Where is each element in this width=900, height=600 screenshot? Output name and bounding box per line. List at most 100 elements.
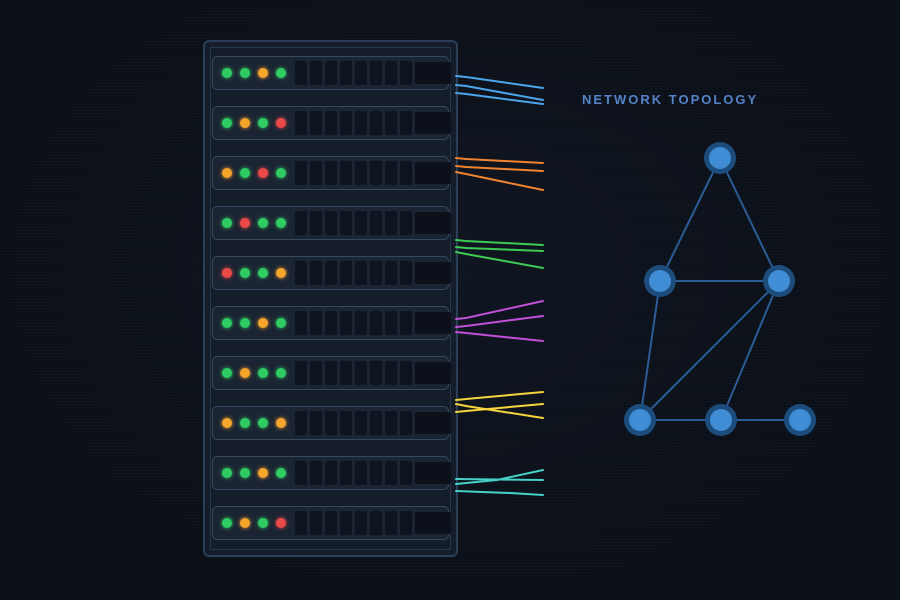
drive-bay	[415, 512, 451, 534]
server-unit-7	[212, 356, 451, 390]
vent-slot	[400, 311, 412, 335]
led-green	[240, 68, 250, 78]
led-orange	[258, 468, 268, 478]
node-ring	[704, 142, 736, 174]
vent-slot-group	[295, 211, 451, 235]
led-green	[276, 218, 286, 228]
vent-slot	[310, 211, 322, 235]
led-green	[258, 518, 268, 528]
vent-slot	[295, 511, 307, 535]
led-orange	[222, 418, 232, 428]
topology-node-bottom-left	[624, 404, 656, 436]
topology-node-top	[704, 142, 736, 174]
led-red	[276, 518, 286, 528]
vent-slot	[370, 261, 382, 285]
node-ring	[624, 404, 656, 436]
led-green	[276, 368, 286, 378]
vent-slot	[400, 111, 412, 135]
vent-slot	[340, 511, 352, 535]
cable-magenta	[455, 331, 544, 342]
server-unit-5	[212, 256, 451, 290]
vent-slot	[385, 411, 397, 435]
led-orange	[258, 68, 268, 78]
node-ring	[644, 265, 676, 297]
topology-edge-mid-right-bottom-left	[639, 280, 780, 421]
led-green	[240, 318, 250, 328]
status-led-group	[222, 468, 286, 478]
led-orange	[240, 368, 250, 378]
vent-slot	[385, 311, 397, 335]
node-core	[710, 409, 732, 431]
cable-group-teal	[455, 469, 544, 496]
vent-slot	[385, 461, 397, 485]
vent-slot	[325, 461, 337, 485]
vent-slot	[310, 361, 322, 385]
vent-slot	[385, 61, 397, 85]
vent-slot-group	[295, 311, 451, 335]
led-green	[222, 468, 232, 478]
drive-bay	[415, 462, 451, 484]
vent-slot	[295, 311, 307, 335]
cable-group-green	[455, 239, 544, 269]
vent-slot	[295, 111, 307, 135]
vent-slot	[400, 61, 412, 85]
vent-slot	[370, 461, 382, 485]
vent-slot	[355, 111, 367, 135]
vent-slot	[295, 361, 307, 385]
led-green	[258, 368, 268, 378]
cable-green	[455, 239, 544, 246]
network-topology-title: NETWORK TOPOLOGY	[582, 92, 759, 107]
cable-blue	[455, 92, 544, 105]
server-rack	[203, 40, 458, 557]
vent-slot	[370, 511, 382, 535]
vent-slot-group	[295, 511, 451, 535]
led-green	[276, 468, 286, 478]
led-green	[258, 218, 268, 228]
node-ring	[763, 265, 795, 297]
led-green	[222, 118, 232, 128]
cable-blue	[455, 84, 544, 101]
vent-slot	[385, 211, 397, 235]
vent-slot	[355, 61, 367, 85]
vent-slot	[385, 161, 397, 185]
topology-edge-top-mid-right	[719, 157, 780, 282]
led-green	[222, 368, 232, 378]
vent-slot-group	[295, 461, 451, 485]
vent-slot	[310, 411, 322, 435]
vent-slot	[355, 161, 367, 185]
vent-slot	[400, 411, 412, 435]
node-core	[649, 270, 671, 292]
status-led-group	[222, 68, 286, 78]
led-green	[276, 318, 286, 328]
vent-slot	[355, 411, 367, 435]
led-green	[240, 268, 250, 278]
cable-teal	[455, 490, 544, 496]
status-led-group	[222, 418, 286, 428]
topology-edge-top-mid-left	[659, 157, 721, 282]
vent-slot	[310, 261, 322, 285]
cable-green	[455, 251, 544, 269]
led-orange	[276, 418, 286, 428]
vent-slot	[355, 211, 367, 235]
vent-slot	[370, 161, 382, 185]
vent-slot	[325, 361, 337, 385]
cable-orange	[455, 171, 544, 191]
vent-slot	[370, 311, 382, 335]
node-ring	[705, 404, 737, 436]
vent-slot	[370, 111, 382, 135]
vent-slot	[295, 411, 307, 435]
topology-node-bottom-mid	[705, 404, 737, 436]
node-core	[709, 147, 731, 169]
vent-slot	[325, 61, 337, 85]
drive-bay	[415, 112, 451, 134]
led-red	[240, 218, 250, 228]
led-orange	[258, 318, 268, 328]
cable-group-yellow	[455, 391, 544, 419]
vent-slot-group	[295, 411, 451, 435]
vent-slot	[370, 411, 382, 435]
cable-yellow	[455, 391, 544, 401]
vent-slot	[325, 161, 337, 185]
vent-slot-group	[295, 61, 451, 85]
vent-slot	[295, 61, 307, 85]
server-unit-10	[212, 506, 451, 540]
